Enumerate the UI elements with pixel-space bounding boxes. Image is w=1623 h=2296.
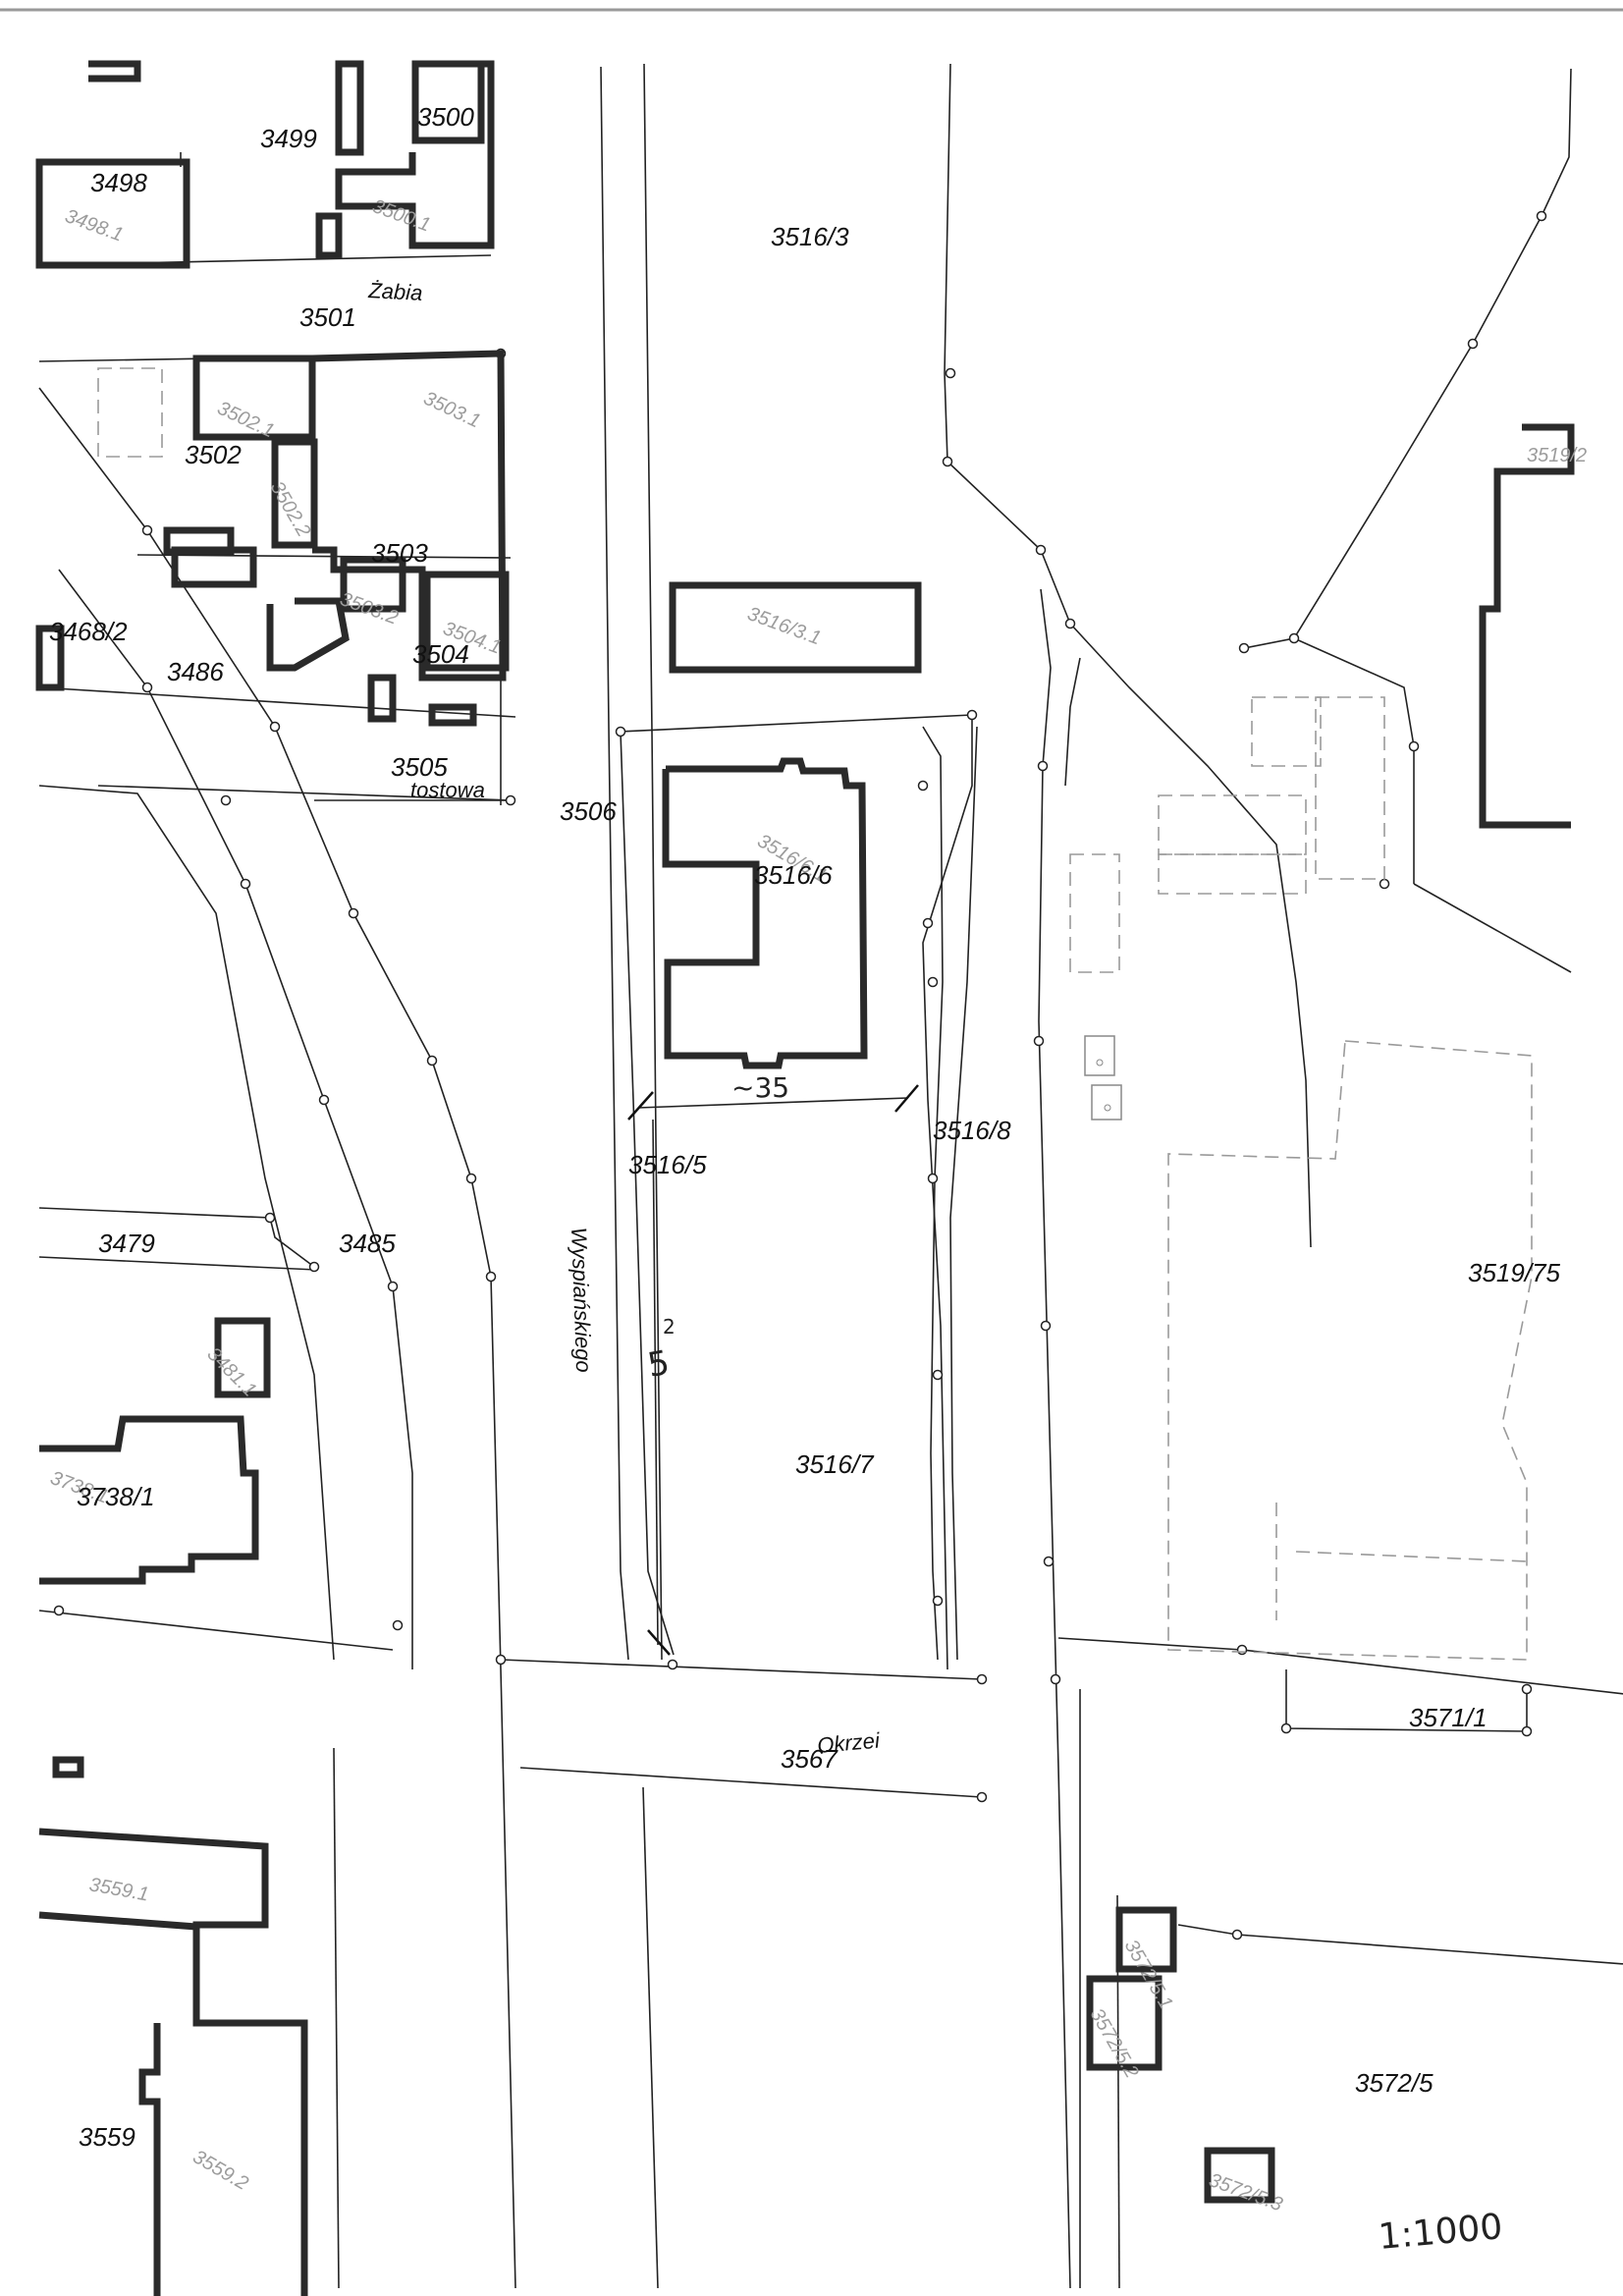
building-3516-3 xyxy=(669,581,922,674)
street-okrzei: Okrzei xyxy=(816,1727,882,1758)
building-3559-1 xyxy=(38,1828,308,2296)
parcel-3502: 3502 xyxy=(185,440,242,469)
building-3572-3 xyxy=(1204,2147,1275,2204)
buildings xyxy=(35,60,1575,2296)
parcel-3485: 3485 xyxy=(339,1229,396,1258)
building-number: 3559.1 xyxy=(87,1874,150,1905)
building-number: 3519/2 xyxy=(1527,445,1587,466)
parcel-3516-3: 3516/3 xyxy=(771,222,849,251)
building-3481 xyxy=(214,1317,271,1398)
parcel-3572-5: 3572/5 xyxy=(1355,2068,1434,2098)
building-3499-small xyxy=(335,60,364,156)
parcel-3486: 3486 xyxy=(167,657,224,686)
dimension-annotation xyxy=(627,1084,919,1656)
building-3503 xyxy=(311,350,507,682)
parcel-3505: 3505 xyxy=(391,752,448,782)
building-number: 3572/5.1 xyxy=(1120,1937,1177,2013)
building-small-1 xyxy=(52,1756,84,1778)
building-number: 3559.2 xyxy=(189,2146,252,2195)
parcel-3479: 3479 xyxy=(98,1229,155,1258)
building-3572-2 xyxy=(1086,1975,1163,2071)
handwritten-annotations: ~35 2 5 1:1000 xyxy=(645,1071,1504,2258)
building-number: 3500.1 xyxy=(369,195,433,237)
street-names: Żabia tostowa Wyspiańskiego Okrzei xyxy=(367,278,882,1758)
building-3519 xyxy=(1479,467,1571,829)
parcel-3506: 3506 xyxy=(560,796,617,826)
building-number: 3516/3.1 xyxy=(744,603,824,649)
parcel-3516-5: 3516/5 xyxy=(628,1150,707,1179)
building-3500 xyxy=(335,60,495,249)
parcel-3504: 3504 xyxy=(412,639,469,669)
dimension-label: ~35 xyxy=(731,1071,789,1104)
parcel-numbers: 3499 3500 3498 3516/3 3501 3502 3503 350… xyxy=(49,102,1561,2152)
building-3498 xyxy=(35,158,190,269)
parcel-3738-1: 3738/1 xyxy=(77,1482,155,1511)
building-3468 xyxy=(35,625,65,691)
parcel-3498: 3498 xyxy=(90,168,147,197)
building-3559-2 xyxy=(138,2023,161,2296)
parcel-3501: 3501 xyxy=(299,302,356,332)
parcel-3519-75: 3519/75 xyxy=(1468,1258,1561,1287)
parcel-3500: 3500 xyxy=(417,102,474,132)
parcel-3516-8: 3516/8 xyxy=(933,1116,1011,1145)
building-3738 xyxy=(39,1415,259,1585)
building-number: 3503.2 xyxy=(337,588,401,629)
utility-markers xyxy=(1084,1035,1122,1121)
building-3516-6 xyxy=(662,757,868,1069)
building-3502 xyxy=(192,355,316,441)
dashed-outlines xyxy=(97,367,1533,1661)
street-zabia: Żabia xyxy=(367,278,423,305)
parcel-3516-6: 3516/6 xyxy=(754,860,833,890)
building-numbers: 3498.1 3500.1 3502.1 3503.1 3502.2 3503.… xyxy=(47,195,1587,2215)
parcel-3567: 3567 xyxy=(781,1744,839,1774)
small-mark: 2 xyxy=(663,1315,676,1339)
scale-label: 1:1000 xyxy=(1377,2207,1504,2258)
parcel-boundaries xyxy=(38,63,1623,2289)
parcel-3503: 3503 xyxy=(371,538,428,568)
parcel-3516-7: 3516/7 xyxy=(795,1449,875,1479)
street-lastowa: tostowa xyxy=(410,778,485,802)
parcel-3571-1: 3571/1 xyxy=(1409,1703,1488,1732)
parcel-3499: 3499 xyxy=(260,124,317,153)
building-number: 3498.1 xyxy=(62,205,126,246)
building-number: 3503.1 xyxy=(420,388,484,433)
width-mark: 5 xyxy=(645,1343,673,1386)
parcel-3559: 3559 xyxy=(79,2122,135,2152)
street-wyspianskiego: Wyspiańskiego xyxy=(567,1227,596,1373)
building-3572-1 xyxy=(1115,1906,1177,1973)
parcel-3468-2: 3468/2 xyxy=(49,617,128,646)
survey-points xyxy=(53,210,1547,1941)
building-3504 xyxy=(423,571,510,672)
